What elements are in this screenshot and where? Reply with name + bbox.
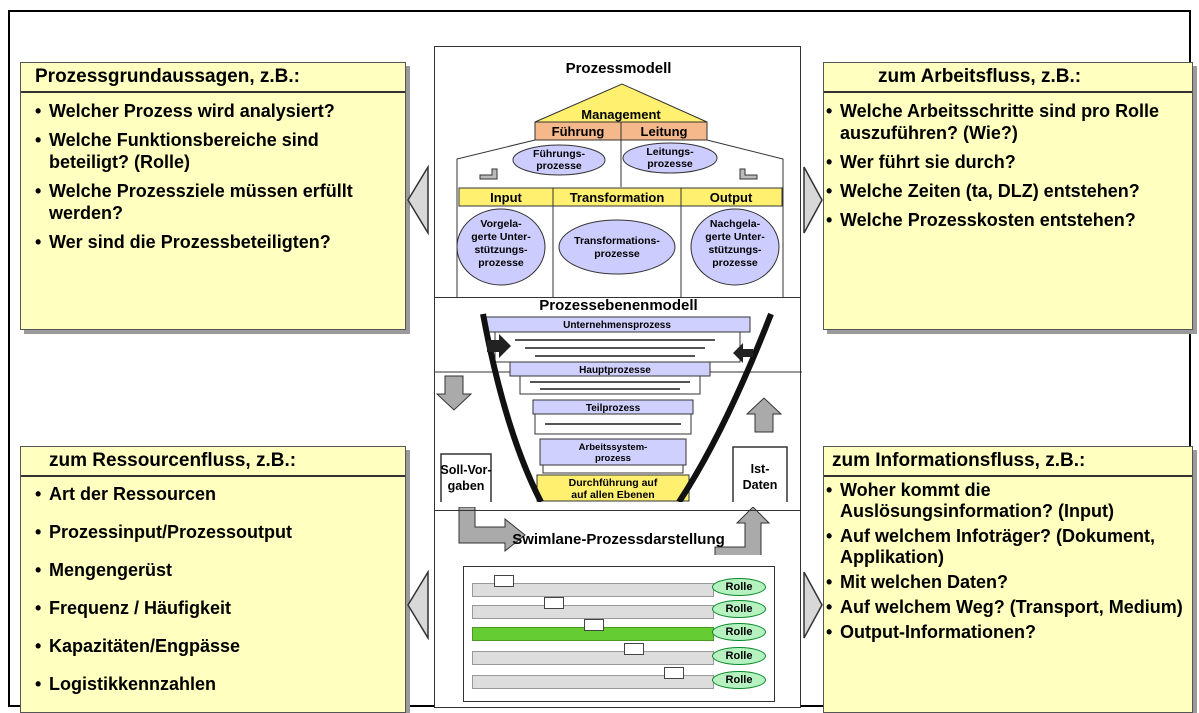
level-label: Arbeitssystem- bbox=[579, 442, 648, 453]
ressourcenfluss-box: zum Ressourcenfluss, z.B.: Art der Resso… bbox=[20, 446, 406, 713]
durchfuehrung-l2: auf allen Ebenen bbox=[571, 489, 654, 501]
question-list: Art der Ressourcen Prozessinput/Prozesso… bbox=[21, 483, 405, 695]
box-title: Prozessgrundaussagen, z.B.: bbox=[21, 63, 405, 93]
swimlane-role: Rolle bbox=[712, 671, 766, 689]
prozessmodell-title: Prozessmodell bbox=[565, 60, 672, 77]
ebenenmodell-diagram: Unternehmensprozess Hauptprozesse Teilpr… bbox=[435, 312, 802, 502]
leitungsprozesse-l1: Leitungs- bbox=[646, 146, 694, 158]
swimlane-role: Rolle bbox=[712, 623, 766, 641]
list-item: Welche Arbeitsschritte sind pro Rolle au… bbox=[826, 100, 1186, 144]
transformationsprozesse-l1: Transformations- bbox=[574, 235, 660, 247]
leitung-label: Leitung bbox=[641, 124, 688, 139]
box-title: zum Informationsfluss, z.B.: bbox=[824, 447, 1192, 477]
list-item: Woher kommt die Auslösungsinformation? (… bbox=[826, 480, 1186, 522]
center-panel: Prozessmodell Management Führung Leitung… bbox=[434, 46, 802, 708]
swimlane-title: Swimlane-Prozessdarstellung bbox=[512, 531, 725, 548]
level-label: Teilprozess bbox=[586, 403, 641, 414]
vorgelagerte-l3: stützungs- bbox=[474, 244, 528, 256]
list-item: Output-Informationen? bbox=[826, 622, 1186, 643]
list-item: Mengengerüst bbox=[35, 559, 399, 581]
swimlane-lane bbox=[472, 651, 714, 665]
list-item: Auf welchem Weg? (Transport, Medium) bbox=[826, 597, 1186, 618]
level-label: Unternehmensprozess bbox=[563, 320, 671, 331]
prozessgrundaussagen-box: Prozessgrundaussagen, z.B.: Welcher Proz… bbox=[20, 62, 406, 330]
divider bbox=[435, 297, 800, 298]
soll-l1: Soll-Vor- bbox=[440, 463, 491, 477]
ist-l1: Ist- bbox=[751, 462, 770, 476]
list-item: Art der Ressourcen bbox=[35, 483, 399, 505]
leitungsprozesse-l2: prozesse bbox=[647, 158, 693, 170]
arbeitsfluss-box: zum Arbeitsfluss, z.B.: Welche Arbeitssc… bbox=[823, 62, 1193, 330]
arrow-icon bbox=[487, 334, 511, 358]
ebenenmodell-title: Prozessebenenmodell bbox=[539, 297, 698, 314]
list-item: Welche Zeiten (ta, DLZ) entstehen? bbox=[826, 180, 1186, 202]
list-item: Auf welchem Infoträger? (Dokument, Appli… bbox=[826, 526, 1186, 568]
vorgelagerte-l2: gerte Unter- bbox=[471, 231, 531, 243]
transformation-label: Transformation bbox=[570, 190, 665, 205]
question-list: Welche Arbeitsschritte sind pro Rolle au… bbox=[824, 100, 1192, 231]
list-item: Welcher Prozess wird analysiert? bbox=[35, 100, 399, 122]
nachgelagerte-l4: prozesse bbox=[712, 257, 758, 269]
box-title: zum Arbeitsfluss, z.B.: bbox=[824, 63, 1192, 93]
arrow-icon bbox=[479, 168, 498, 180]
list-item: Welche Prozessziele müssen erfüllt werde… bbox=[35, 180, 399, 224]
list-item: Welche Prozesskosten entstehen? bbox=[826, 209, 1186, 231]
nachgelagerte-l2: gerte Unter- bbox=[705, 231, 765, 243]
swimlane-role: Rolle bbox=[712, 647, 766, 665]
soll-l2: gaben bbox=[448, 479, 485, 493]
swimlane-step bbox=[494, 575, 514, 587]
level-label: Hauptprozesse bbox=[579, 365, 651, 376]
swimlane-lane bbox=[472, 605, 714, 619]
list-item: Wer führt sie durch? bbox=[826, 151, 1186, 173]
ebenenmodell-arrows bbox=[458, 507, 771, 555]
list-item: Welche Funktionsbereiche sind beteiligt?… bbox=[35, 129, 399, 173]
fuehrungsprozesse-l2: prozesse bbox=[536, 160, 582, 172]
swimlane-diagram: Rolle Rolle Rolle Rolle Rolle bbox=[463, 566, 775, 702]
list-item: Prozessinput/Prozessoutput bbox=[35, 521, 399, 543]
list-item: Mit welchen Daten? bbox=[826, 572, 1186, 593]
swimlane-step bbox=[584, 619, 604, 631]
list-item: Kapazitäten/Engpässe bbox=[35, 635, 399, 657]
chevron-left-icon bbox=[407, 165, 429, 235]
nachgelagerte-l1: Nachgela- bbox=[710, 218, 761, 230]
chevron-left-icon bbox=[407, 570, 429, 640]
management-label: Management bbox=[581, 107, 661, 122]
swimlane-role: Rolle bbox=[712, 600, 766, 618]
fuehrung-label: Führung bbox=[552, 124, 605, 139]
nachgelagerte-l3: stützungs- bbox=[708, 244, 762, 256]
swimlane-role: Rolle bbox=[712, 578, 766, 596]
chevron-right-icon bbox=[803, 571, 823, 639]
list-item: Frequenz / Häufigkeit bbox=[35, 597, 399, 619]
transformationsprozesse-l2: prozesse bbox=[594, 248, 640, 260]
informationsfluss-box: zum Informationsfluss, z.B.: Woher kommt… bbox=[823, 446, 1193, 713]
swimlane-step bbox=[664, 667, 684, 679]
swimlane-step bbox=[624, 643, 644, 655]
arrow-up-icon bbox=[745, 397, 783, 433]
vorgelagerte-l1: Vorgela- bbox=[480, 218, 522, 230]
chevron-right-icon bbox=[803, 166, 823, 234]
list-item: Logistikkennzahlen bbox=[35, 673, 399, 695]
divider bbox=[435, 510, 800, 511]
arrow-icon bbox=[733, 343, 753, 363]
ist-l2: Daten bbox=[743, 478, 778, 492]
arrow-up-icon bbox=[714, 507, 771, 555]
durchfuehrung-l1: Durchführung auf bbox=[569, 477, 658, 489]
box-title: zum Ressourcenfluss, z.B.: bbox=[21, 447, 405, 477]
level-label: prozess bbox=[595, 453, 631, 464]
arrow-right-icon bbox=[458, 507, 526, 553]
question-list: Woher kommt die Auslösungsinformation? (… bbox=[824, 480, 1192, 643]
list-item: Wer sind die Prozessbeteiligten? bbox=[35, 231, 399, 253]
fuehrungsprozesse-l1: Führungs- bbox=[533, 148, 585, 160]
arrow-icon bbox=[739, 168, 758, 180]
question-list: Welcher Prozess wird analysiert? Welche … bbox=[21, 100, 405, 253]
prozessmodell-diagram: Management Führung Leitung Führungs- pro… bbox=[456, 83, 784, 297]
swimlane-step bbox=[544, 597, 564, 609]
output-label: Output bbox=[710, 190, 753, 205]
input-label: Input bbox=[490, 190, 522, 205]
arrow-down-icon bbox=[435, 375, 473, 411]
vorgelagerte-l4: prozesse bbox=[478, 257, 524, 269]
